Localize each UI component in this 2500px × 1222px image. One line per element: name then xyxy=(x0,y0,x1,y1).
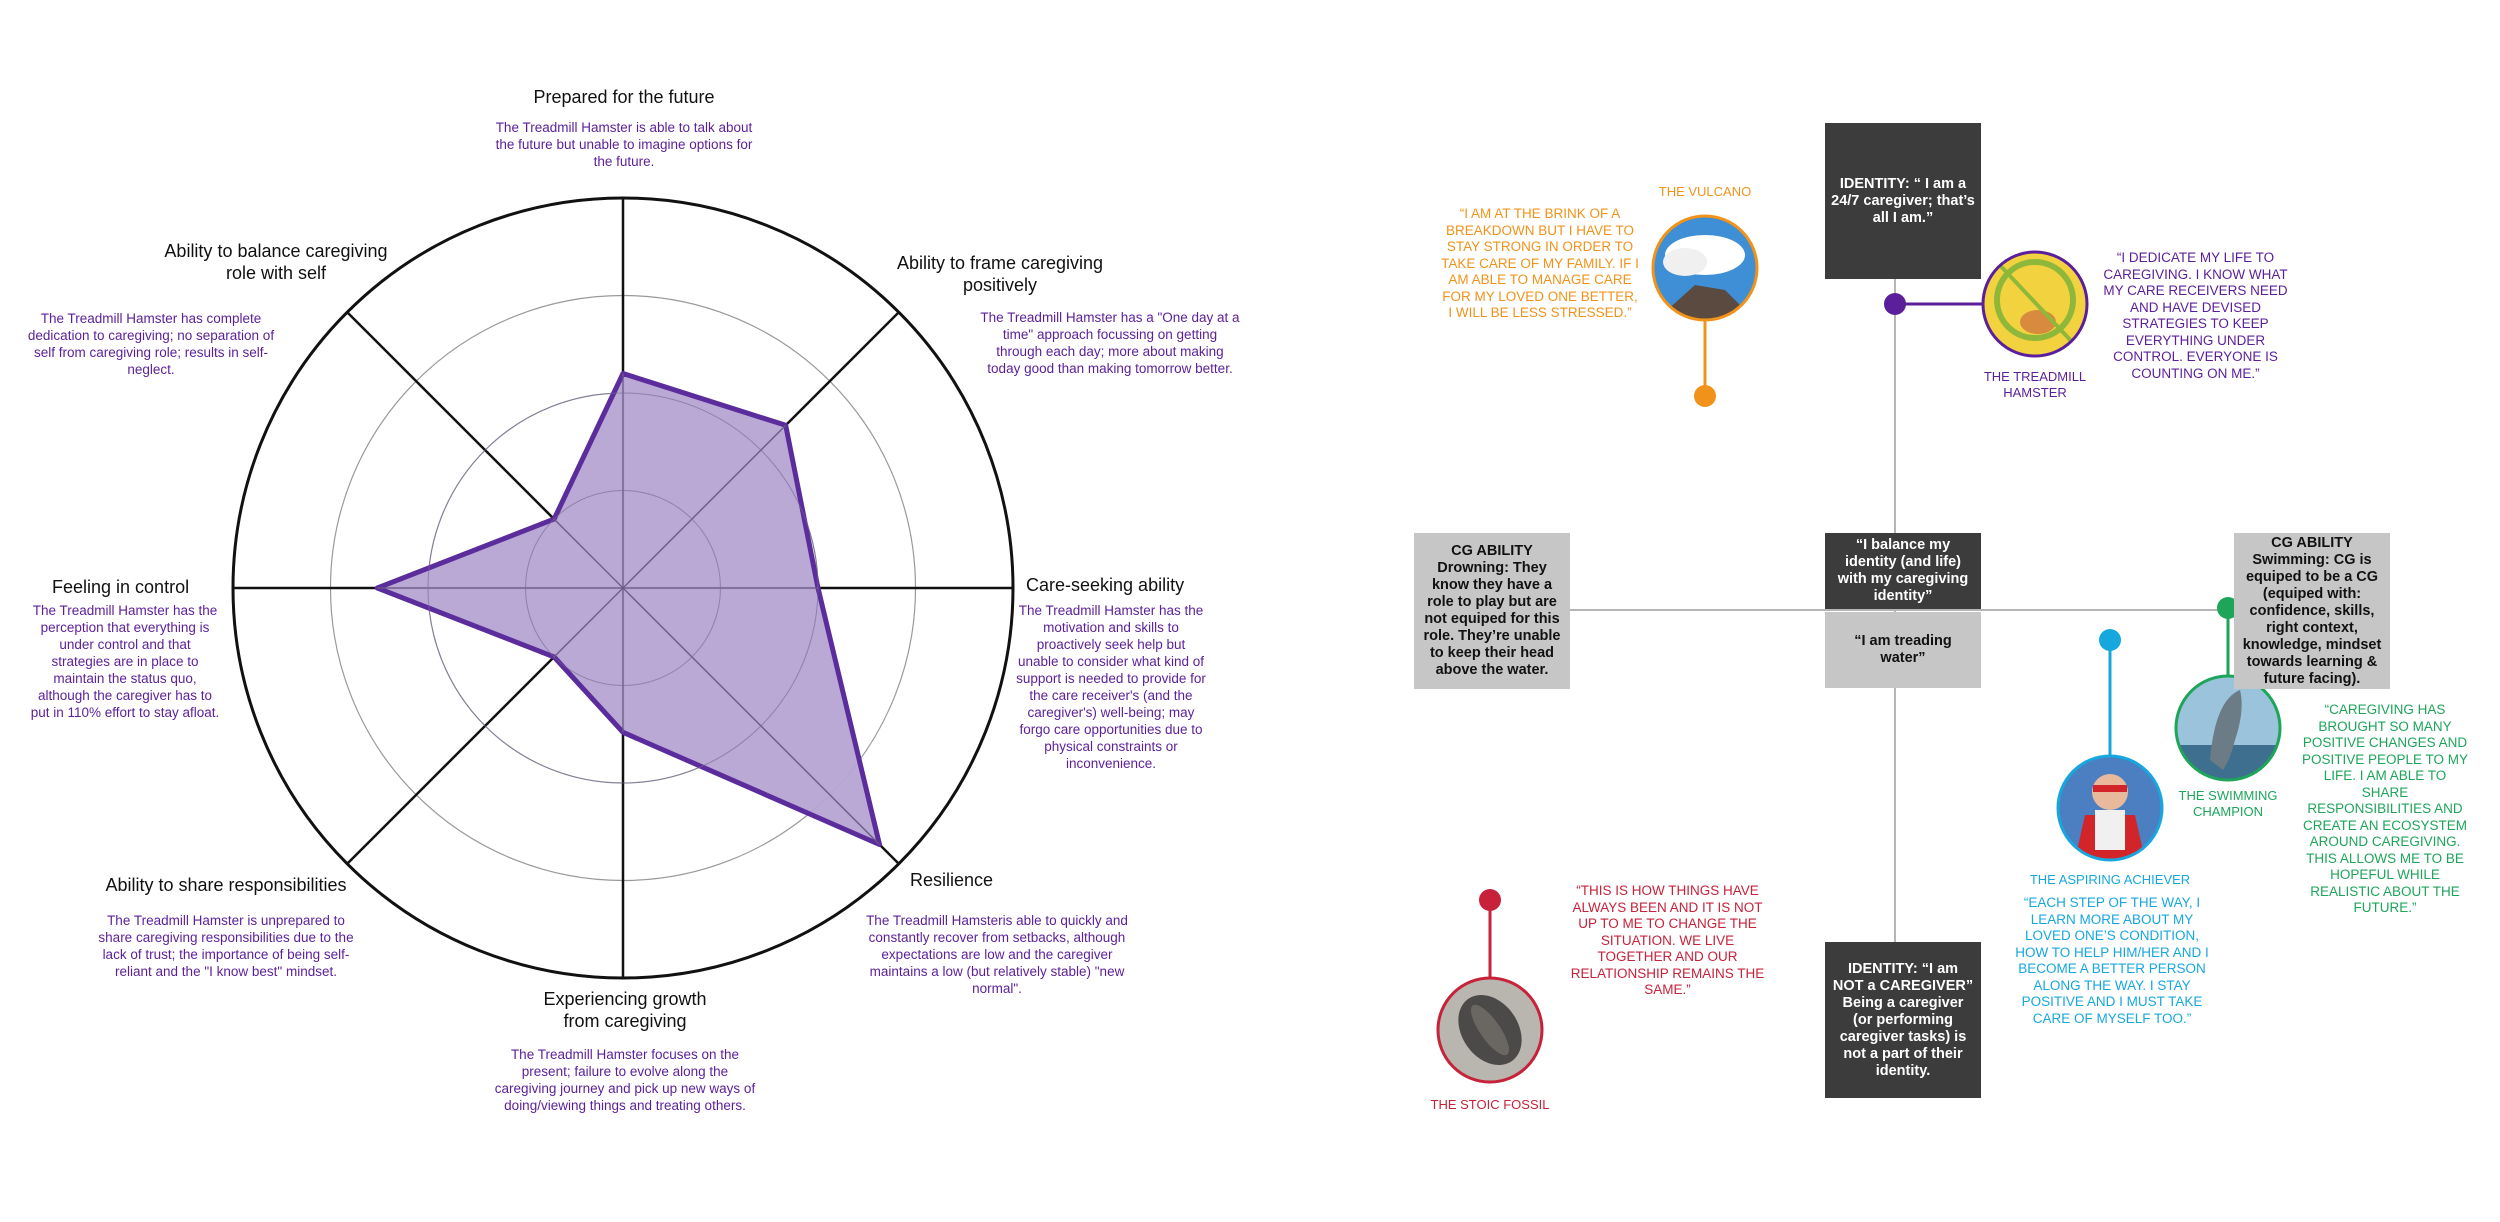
hamster-marker xyxy=(1884,293,1906,315)
volcano-photo-icon xyxy=(1653,216,1757,320)
persona-quote-fossil: “THIS IS HOW THINGS HAVE ALWAYS BEEN AND… xyxy=(1570,883,1765,997)
axis-desc-resilience: The Treadmill Hamsteris able to quickly … xyxy=(866,913,1128,996)
radar-inner-spoke-7 xyxy=(553,518,624,589)
identity-top-box: IDENTITY: “ I am a 24/7 caregiver; that’… xyxy=(1825,123,1981,279)
axis-title-feeling-control: Feeling in control xyxy=(52,577,190,597)
persona-name-vulcano: THE VULCANO xyxy=(1658,184,1752,199)
radar-inner-spoke-5 xyxy=(553,587,624,658)
center-top-box: “I balance my identity (and life) with m… xyxy=(1825,533,1981,609)
radar-inner-spoke-3 xyxy=(622,587,880,845)
axis-title-growth: Experiencing growth from caregiving xyxy=(543,989,707,1031)
axis-desc-prepared-future: The Treadmill Hamster is able to talk ab… xyxy=(495,120,753,169)
axis-title-resilience: Resilience xyxy=(910,870,994,890)
persona-name-fossil: THE STOIC FOSSIL xyxy=(1430,1097,1550,1112)
vulcano-marker xyxy=(1694,385,1716,407)
persona-quote-hamster: “I DEDICATE MY LIFE TO CAREGIVING. I KNO… xyxy=(2103,250,2288,381)
axis-desc-growth: The Treadmill Hamster focuses on the pre… xyxy=(494,1047,756,1113)
radar-inner-spoke-1 xyxy=(622,424,787,589)
axis-title-share-responsibilities: Ability to share responsibilities xyxy=(105,875,347,895)
swimmer-marker xyxy=(2217,597,2239,619)
axis-desc-balance-self: The Treadmill Hamster has complete dedic… xyxy=(27,311,275,377)
persona-quote-vulcano: “I AM AT THE BRINK OF A BREAKDOWN BUT I … xyxy=(1441,206,1639,320)
axis-desc-frame-positively: The Treadmill Hamster has a "One day at … xyxy=(980,310,1240,376)
persona-name-hamster: THE TREADMILL HAMSTER xyxy=(1983,369,2087,400)
axis-desc-care-seeking: The Treadmill Hamster has the motivation… xyxy=(1016,603,1206,771)
trilobite-fossil-photo-icon xyxy=(1438,978,1542,1082)
persona-name-swimmer: THE SWIMMING CHAMPION xyxy=(2178,788,2278,819)
center-bottom-box: “I am treading water” xyxy=(1825,612,1981,688)
radar-inner-ring-overlay-1 xyxy=(525,490,721,686)
axis-title-prepared-future: Prepared for the future xyxy=(533,87,715,107)
persona-name-achiever: THE ASPIRING ACHIEVER xyxy=(2029,872,2191,887)
hamster-wheel-photo-icon xyxy=(1983,252,2087,356)
axis-title-frame-positively: Ability to frame caregiving positively xyxy=(896,253,1104,295)
identity-bottom-box: IDENTITY: “I am NOT a CAREGIVER” Being a… xyxy=(1825,942,1981,1098)
radar-inner-ring-overlay-2 xyxy=(427,392,819,784)
axis-desc-share-responsibilities: The Treadmill Hamster is unprepared to s… xyxy=(98,913,354,979)
radar-outer-ring xyxy=(231,196,1015,980)
ability-left-box: CG ABILITY Drowning: They know they have… xyxy=(1414,533,1570,689)
radar-chart xyxy=(231,196,1015,980)
fossil-marker xyxy=(1479,889,1501,911)
axis-title-care-seeking: Care-seeking ability xyxy=(1026,575,1185,595)
axis-desc-feeling-control: The Treadmill Hamster has the perception… xyxy=(30,603,220,720)
matrix-lines xyxy=(1436,214,2282,1084)
superhero-child-photo-icon xyxy=(2058,756,2162,860)
axis-title-balance-self: Ability to balance caregiving role with … xyxy=(164,241,388,283)
persona-matrix: IDENTITY: “ I am a 24/7 caregiver; that’… xyxy=(1395,0,2500,1222)
radar-data-polygon xyxy=(374,371,882,847)
persona-quote-achiever: “EACH STEP OF THE WAY, I LEARN MORE ABOU… xyxy=(2015,895,2209,1026)
achiever-marker xyxy=(2099,629,2121,651)
ability-right-box: CG ABILITY Swimming: CG is equiped to be… xyxy=(2234,533,2390,689)
persona-quote-swimmer: “CAREGIVING HAS BROUGHT SO MANY POSITIVE… xyxy=(2301,702,2469,915)
